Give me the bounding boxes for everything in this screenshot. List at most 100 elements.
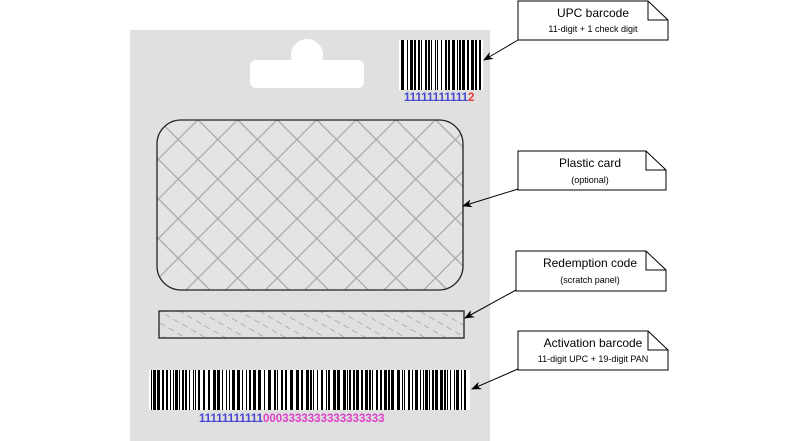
barcode-bar xyxy=(372,370,373,410)
barcode-bar xyxy=(435,40,436,90)
barcode-bar xyxy=(440,370,443,410)
barcode-bar xyxy=(412,370,413,410)
barcode-bar xyxy=(162,370,164,410)
barcode-bar xyxy=(407,40,408,90)
barcode-bar xyxy=(237,370,240,410)
barcode-bar xyxy=(356,370,359,410)
barcode-bar xyxy=(459,40,461,90)
barcode-bar xyxy=(420,370,421,410)
callout-plastic-title: Plastic card xyxy=(559,156,621,170)
barcode-bar xyxy=(349,370,351,410)
barcode-bar xyxy=(182,370,184,410)
barcode-bar xyxy=(454,370,455,410)
barcode-bar xyxy=(193,370,194,410)
callout-activation-title: Activation barcode xyxy=(544,336,643,350)
barcode-bar xyxy=(452,40,455,90)
callout-activation-barcode: Activation barcode 11-digit UPC + 19-dig… xyxy=(517,330,669,371)
activation-pan-digits: 0003333333333333333 xyxy=(263,413,385,425)
barcode-bar xyxy=(232,370,235,410)
barcode-bar xyxy=(242,370,243,410)
barcode-bar xyxy=(213,370,216,410)
barcode-background xyxy=(149,370,470,410)
barcode-bar xyxy=(456,370,459,410)
barcode-bar xyxy=(461,370,462,410)
barcode-bar xyxy=(475,40,477,90)
barcode-bar xyxy=(401,40,404,90)
barcode-bar xyxy=(431,40,432,90)
barcode-bar xyxy=(151,370,152,410)
barcode-bar xyxy=(306,370,309,410)
upc-barcode xyxy=(399,40,483,90)
barcode-bar xyxy=(268,370,271,410)
barcode-bar xyxy=(418,40,420,90)
barcode-bar xyxy=(391,370,394,410)
barcode-bar xyxy=(321,370,323,410)
barcode-bar xyxy=(425,370,428,410)
barcode-bar xyxy=(253,370,256,410)
upc-digits: 11111111111 xyxy=(404,92,469,104)
barcode-bar xyxy=(222,370,223,410)
barcode-bar xyxy=(198,370,200,410)
barcode-bar xyxy=(328,370,330,410)
barcode-bar xyxy=(444,370,446,410)
barcode-bar xyxy=(384,370,387,410)
callout-plastic-subtitle: (optional) xyxy=(571,175,609,185)
activation-barcode-digits: 111111111110003333333333333333 xyxy=(199,413,385,425)
barcode-bar xyxy=(208,370,210,410)
barcode-bar xyxy=(415,370,418,410)
barcode-bar xyxy=(448,40,450,90)
hang-tab-hole xyxy=(250,39,364,88)
barcode-bar xyxy=(404,370,405,410)
barcode-bar xyxy=(249,370,251,410)
barcode-bar xyxy=(274,370,276,410)
barcode-bar xyxy=(203,370,205,410)
barcode-bar xyxy=(421,40,422,90)
barcode-bar xyxy=(326,370,327,410)
barcode-bar xyxy=(246,370,247,410)
barcode-bar xyxy=(437,40,438,90)
barcode-bar xyxy=(441,40,442,90)
barcode-bar xyxy=(429,370,430,410)
plastic-card xyxy=(156,119,464,291)
barcode-bar xyxy=(388,370,390,410)
barcode-bar xyxy=(175,370,178,410)
activation-upc-digits: 11111111111 xyxy=(199,413,264,425)
barcode-bar xyxy=(369,370,371,410)
barcode-bar xyxy=(170,370,171,410)
barcode-bar xyxy=(353,370,355,410)
arrow-activation xyxy=(471,368,519,390)
activation-barcode xyxy=(149,370,470,410)
barcode-bar xyxy=(229,370,230,410)
barcode-bar xyxy=(450,370,451,410)
barcode-bar xyxy=(277,370,278,410)
callout-activation-subtitle: 11-digit UPC + 19-digit PAN xyxy=(538,354,648,364)
barcode-bar xyxy=(471,40,474,90)
barcode-bar xyxy=(301,370,303,410)
callout-upc-barcode: UPC barcode 11-digit + 1 check digit xyxy=(517,0,669,41)
barcode-bar xyxy=(290,370,293,410)
callout-upc-title: UPC barcode xyxy=(557,6,629,20)
barcode-bar xyxy=(423,370,424,410)
barcode-bar xyxy=(435,370,438,410)
barcode-bar xyxy=(217,370,220,410)
scratch-panel xyxy=(158,310,465,339)
barcode-bar xyxy=(195,370,196,410)
barcode-bar xyxy=(337,370,340,410)
barcode-bar xyxy=(258,370,261,410)
barcode-bar xyxy=(343,370,346,410)
barcode-bar xyxy=(479,40,481,90)
barcode-bar xyxy=(428,40,430,90)
barcode-bar xyxy=(313,370,314,410)
barcode-bar xyxy=(414,40,416,90)
barcode-bar xyxy=(317,370,318,410)
barcode-bar xyxy=(179,370,180,410)
barcode-bar xyxy=(432,370,434,410)
barcode-bar xyxy=(281,370,283,410)
barcode-bar xyxy=(347,370,348,410)
barcode-bar xyxy=(376,370,378,410)
arrow-plastic xyxy=(462,188,519,208)
barcode-bar xyxy=(380,370,382,410)
callout-plastic-card: Plastic card (optional) xyxy=(517,150,667,191)
barcode-bar xyxy=(410,40,413,90)
arrow-upc xyxy=(483,39,519,61)
